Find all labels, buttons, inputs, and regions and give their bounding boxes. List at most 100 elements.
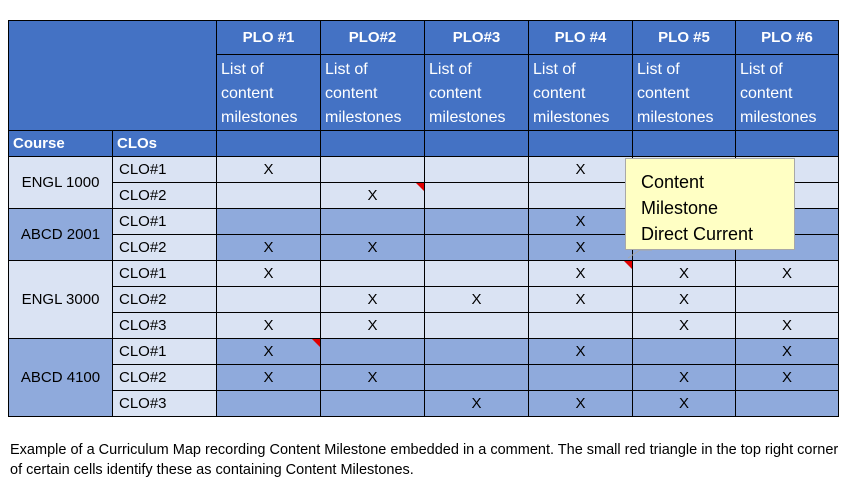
mapping-mark: X: [575, 395, 586, 412]
mapping-mark: X: [781, 343, 792, 360]
mapping-mark: X: [678, 265, 689, 282]
callout-line: Milestone: [641, 198, 719, 218]
mapping-cell: [320, 390, 425, 417]
mapping-cell: X: [424, 286, 529, 313]
mapping-cell: X: [216, 312, 321, 339]
mapping-cell: [424, 182, 529, 209]
mapping-cell: [320, 260, 425, 287]
course-column-header: Course: [8, 130, 113, 157]
mapping-cell: [424, 338, 529, 365]
header-blank: [528, 130, 633, 157]
clo-label: CLO#1: [112, 156, 217, 183]
clos-column-header: CLOs: [112, 130, 217, 157]
course-name: ENGL 1000: [8, 156, 113, 209]
milestone-header: List of content milestones: [528, 54, 633, 131]
course-name: ABCD 4100: [8, 338, 113, 417]
course-name: ABCD 2001: [8, 208, 113, 261]
mapping-cell: X: [735, 338, 839, 365]
clo-label: CLO#2: [112, 286, 217, 313]
clo-label: CLO#3: [112, 312, 217, 339]
mapping-mark: X: [367, 239, 378, 256]
mapping-mark: X: [575, 291, 586, 308]
mapping-cell: X: [424, 390, 529, 417]
header-blank: [735, 130, 839, 157]
comment-indicator-triangle[interactable]: [624, 261, 632, 269]
mapping-mark: X: [367, 187, 378, 204]
mapping-cell: [528, 364, 633, 391]
mapping-mark: X: [678, 317, 689, 334]
header-blank: [216, 130, 321, 157]
mapping-cell: [632, 338, 736, 365]
mapping-cell: X: [528, 208, 633, 235]
mapping-cell: X: [528, 286, 633, 313]
mapping-cell: X: [632, 312, 736, 339]
mapping-mark: X: [263, 317, 274, 334]
mapping-cell: X: [632, 390, 736, 417]
mapping-cell: X: [632, 260, 736, 287]
comment-indicator-triangle[interactable]: [312, 339, 320, 347]
callout-line: Direct Current: [641, 224, 754, 244]
mapping-cell: [216, 286, 321, 313]
clo-label: CLO#2: [112, 182, 217, 209]
mapping-cell: [735, 390, 839, 417]
comment-indicator-triangle[interactable]: [416, 183, 424, 191]
mapping-cell: X: [632, 286, 736, 313]
mapping-cell: X: [528, 390, 633, 417]
clo-label: CLO#2: [112, 364, 217, 391]
figure-caption: Example of a Curriculum Map recording Co…: [10, 442, 839, 478]
course-name: ENGL 3000: [8, 260, 113, 339]
mapping-cell: [424, 234, 529, 261]
mapping-mark: X: [781, 369, 792, 386]
mapping-cell: X: [216, 234, 321, 261]
mapping-mark: X: [263, 265, 274, 282]
mapping-mark: X: [678, 395, 689, 412]
mapping-cell: [320, 156, 425, 183]
mapping-mark: X: [367, 369, 378, 386]
milestone-header: List of content milestones: [216, 54, 321, 131]
mapping-mark: X: [678, 369, 689, 386]
mapping-mark: X: [471, 395, 482, 412]
clo-label: CLO#1: [112, 208, 217, 235]
mapping-cell: X: [735, 312, 839, 339]
mapping-cell: X: [528, 338, 633, 365]
mapping-mark: X: [781, 317, 792, 334]
mapping-mark: X: [575, 239, 586, 256]
mapping-cell: X: [320, 312, 425, 339]
mapping-cell: [424, 208, 529, 235]
mapping-cell: [528, 182, 633, 209]
mapping-mark: X: [263, 343, 274, 360]
mapping-cell: X: [632, 364, 736, 391]
mapping-cell: X: [320, 364, 425, 391]
mapping-mark: X: [678, 291, 689, 308]
milestone-header: List of content milestones: [424, 54, 529, 131]
comment-callout: Content Milestone Direct Current: [625, 158, 795, 250]
mapping-mark: X: [471, 291, 482, 308]
mapping-mark: X: [575, 343, 586, 360]
mapping-cell: [424, 364, 529, 391]
mapping-cell: [216, 390, 321, 417]
milestone-header: List of content milestones: [320, 54, 425, 131]
mapping-mark: X: [263, 239, 274, 256]
plo-header: PLO#3: [424, 20, 529, 55]
milestone-header: List of content milestones: [735, 54, 839, 131]
mapping-mark: X: [575, 265, 586, 282]
mapping-cell: [735, 286, 839, 313]
milestone-header: List of content milestones: [632, 54, 736, 131]
clo-label: CLO#3: [112, 390, 217, 417]
header-blank: [424, 130, 529, 157]
mapping-cell: [528, 312, 633, 339]
mapping-mark: X: [575, 161, 586, 178]
clo-label: CLO#2: [112, 234, 217, 261]
mapping-cell: X: [216, 364, 321, 391]
mapping-cell: [424, 260, 529, 287]
plo-header: PLO#2: [320, 20, 425, 55]
mapping-cell: X: [320, 234, 425, 261]
mapping-mark: X: [781, 265, 792, 282]
